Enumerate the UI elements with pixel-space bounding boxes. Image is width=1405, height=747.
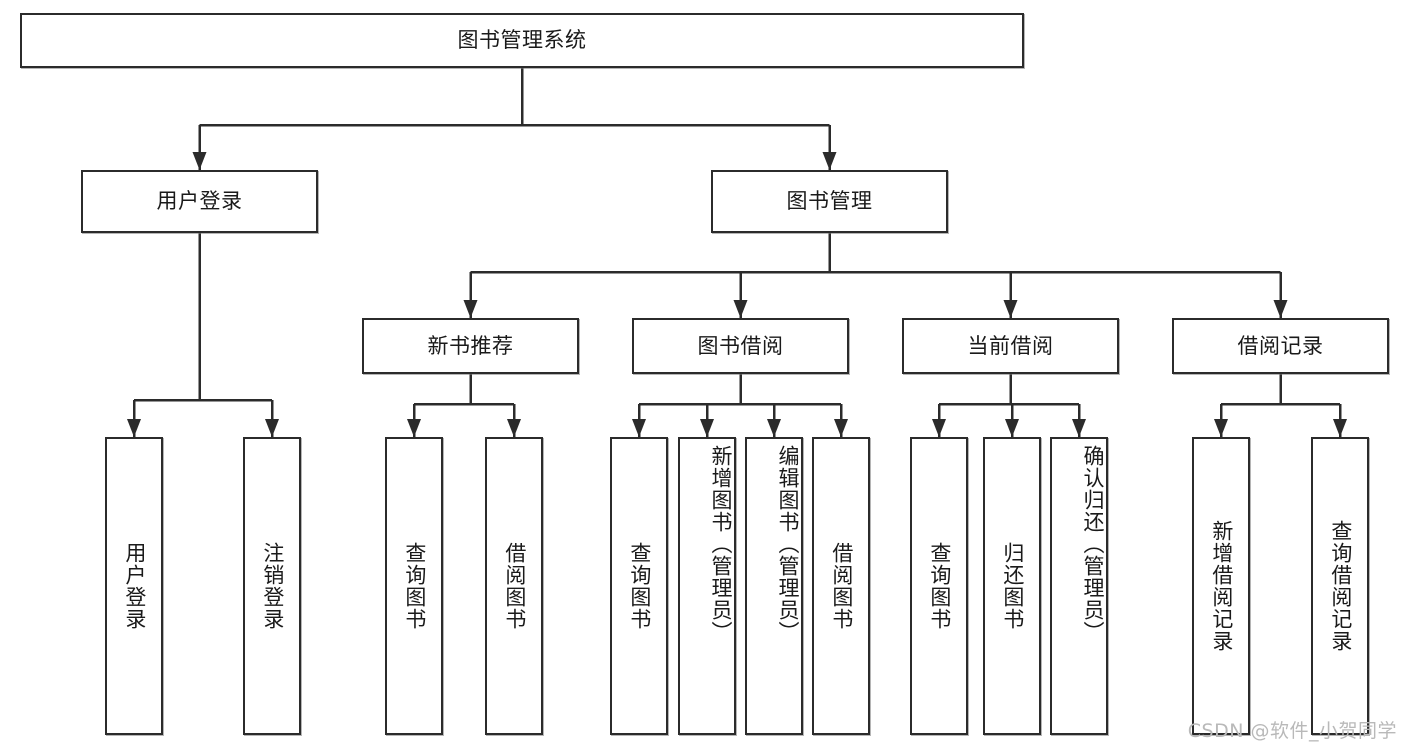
node-label: 用户登录 bbox=[122, 542, 147, 630]
arrowhead-icon bbox=[733, 300, 748, 318]
watermark-text: CSDN @软件_小贺同学 bbox=[1187, 720, 1397, 742]
node-root[interactable]: 图书管理系统 bbox=[20, 13, 1024, 68]
arrowhead-icon bbox=[1072, 419, 1086, 437]
node-leaf-edit-book[interactable]: 编辑图书（管理员） bbox=[745, 437, 803, 735]
arrowhead-icon bbox=[127, 419, 141, 437]
arrowhead-icon bbox=[1333, 419, 1347, 437]
node-leaf-query-record[interactable]: 查询借阅记录 bbox=[1311, 437, 1369, 735]
arrowhead-icon bbox=[1005, 419, 1019, 437]
arrowhead-icon bbox=[632, 419, 646, 437]
node-label: 查询图书 bbox=[402, 542, 427, 630]
node-label: 借阅记录 bbox=[1237, 333, 1324, 358]
node-label: 图书管理系统 bbox=[457, 28, 587, 53]
arrowhead-icon bbox=[1214, 419, 1228, 437]
node-leaf-return-book[interactable]: 归还图书 bbox=[983, 437, 1041, 735]
arrowhead-icon bbox=[407, 419, 421, 437]
node-leaf-add-record[interactable]: 新增借阅记录 bbox=[1192, 437, 1250, 735]
arrowhead-icon bbox=[834, 419, 848, 437]
node-label: 新增借阅记录 bbox=[1209, 520, 1234, 652]
arrowhead-icon bbox=[700, 419, 714, 437]
arrowhead-icon bbox=[767, 419, 781, 437]
arrowhead-icon bbox=[507, 419, 521, 437]
node-label: 查询借阅记录 bbox=[1328, 520, 1353, 652]
arrowhead-icon bbox=[463, 300, 478, 318]
node-leaf-confirm-return[interactable]: 确认归还（管理员） bbox=[1050, 437, 1108, 735]
node-leaf-borrow-book-1[interactable]: 借阅图书 bbox=[485, 437, 543, 735]
node-label: 图书管理 bbox=[786, 189, 873, 214]
arrowhead-icon bbox=[822, 152, 837, 170]
node-label: 查询图书 bbox=[627, 542, 652, 630]
node-current-borrow[interactable]: 当前借阅 bbox=[902, 318, 1119, 374]
node-label: 当前借阅 bbox=[967, 333, 1054, 358]
arrowhead-icon bbox=[265, 419, 279, 437]
node-label: 用户登录 bbox=[156, 189, 243, 214]
node-label: 借阅图书 bbox=[502, 542, 527, 630]
node-leaf-add-book[interactable]: 新增图书（管理员） bbox=[678, 437, 736, 735]
node-label: 注销登录 bbox=[260, 542, 285, 630]
node-new-book-rec[interactable]: 新书推荐 bbox=[362, 318, 579, 374]
node-label: 新书推荐 bbox=[427, 333, 514, 358]
node-leaf-query-book-3[interactable]: 查询图书 bbox=[910, 437, 968, 735]
node-book-manage[interactable]: 图书管理 bbox=[711, 170, 948, 233]
node-borrow-record[interactable]: 借阅记录 bbox=[1172, 318, 1389, 374]
node-leaf-query-book-1[interactable]: 查询图书 bbox=[385, 437, 443, 735]
arrowhead-icon bbox=[932, 419, 946, 437]
arrowhead-icon bbox=[192, 152, 207, 170]
node-label: 归还图书 bbox=[1000, 542, 1025, 630]
node-label: 查询图书 bbox=[927, 542, 952, 630]
node-book-borrow[interactable]: 图书借阅 bbox=[632, 318, 849, 374]
node-label: 新增图书（管理员） bbox=[709, 445, 733, 643]
node-label: 图书借阅 bbox=[697, 333, 784, 358]
node-leaf-query-book-2[interactable]: 查询图书 bbox=[610, 437, 668, 735]
node-leaf-logout[interactable]: 注销登录 bbox=[243, 437, 301, 735]
node-leaf-borrow-book-2[interactable]: 借阅图书 bbox=[812, 437, 870, 735]
node-leaf-user-login[interactable]: 用户登录 bbox=[105, 437, 163, 735]
node-user-login[interactable]: 用户登录 bbox=[81, 170, 318, 233]
node-label: 编辑图书（管理员） bbox=[776, 445, 800, 643]
arrowhead-icon bbox=[1273, 300, 1288, 318]
arrowhead-icon bbox=[1003, 300, 1018, 318]
node-label: 确认归还（管理员） bbox=[1081, 445, 1105, 643]
node-label: 借阅图书 bbox=[829, 542, 854, 630]
